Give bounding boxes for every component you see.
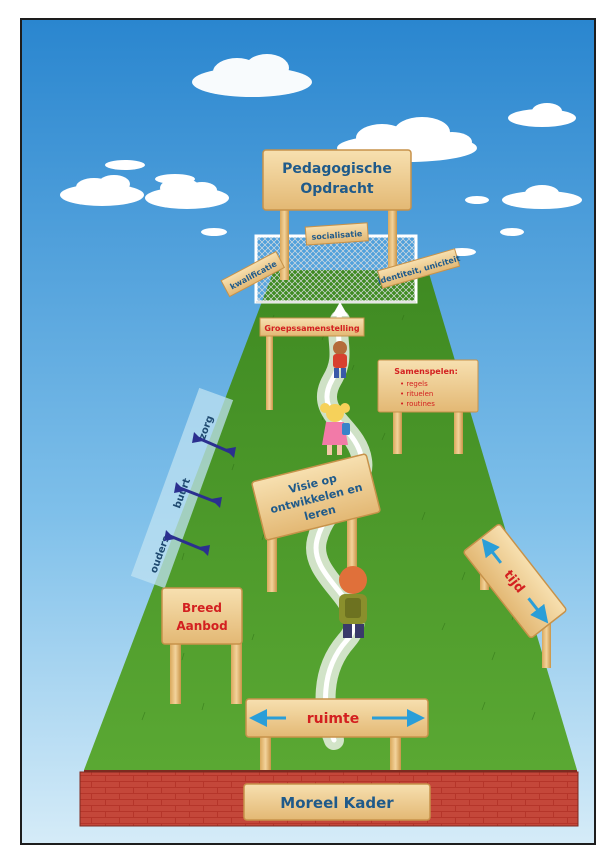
post (454, 400, 463, 454)
post (260, 734, 271, 770)
sign-breed-line-2: Aanbod (176, 619, 227, 633)
post (542, 608, 551, 668)
sign-socialisatie: socialisatie (311, 229, 363, 242)
sign-groepssamenstelling: Groepssamenstelling (264, 324, 359, 333)
illustration-frame: Pedagogische Opdracht socialisatie kwali… (20, 18, 596, 845)
post (267, 520, 277, 592)
sign-visie-board (251, 453, 381, 541)
sign-moreel-board (243, 783, 431, 821)
path-arrowhead (332, 302, 348, 316)
post (170, 642, 181, 704)
post (390, 734, 401, 770)
sign-samenspelen-title: Samenspelen: (394, 367, 458, 376)
cloud (105, 160, 195, 184)
cloud (508, 103, 576, 127)
sign-samenspelen-board (377, 359, 479, 413)
sign-samenspelen-item: • rituelen (400, 390, 433, 398)
tijd-arrow-left (481, 538, 503, 564)
sign-breed-board (161, 587, 243, 645)
sign-top-board (262, 149, 412, 211)
sign-top-line-1: Pedagogische (282, 161, 392, 177)
sign-ruimte: ruimte (307, 711, 359, 727)
sign-ruimte-board (245, 698, 429, 738)
arrow-heads (164, 432, 236, 556)
cloud (337, 117, 477, 162)
sign-top-line-2: Opdracht (300, 181, 374, 197)
sign-samenspelen-item: • regels (400, 380, 428, 388)
child-far (333, 341, 347, 378)
double-arrow-icon (197, 436, 231, 454)
sign-identiteit-board (377, 248, 461, 289)
sign-kwalificatie-board (220, 250, 286, 298)
tijd-arrow-right (527, 597, 549, 624)
clouds (60, 54, 582, 256)
cloud (192, 54, 312, 97)
post (393, 400, 402, 454)
scene: Pedagogische Opdracht socialisatie kwali… (22, 20, 594, 843)
sign-groep-board (259, 317, 365, 337)
post (388, 210, 397, 280)
double-arrow-icon (169, 534, 205, 552)
link-arrows (169, 436, 231, 552)
sign-samenspelen-item: • routines (400, 400, 435, 408)
double-arrow-icon (179, 486, 217, 504)
post (231, 642, 242, 704)
sign-breed-line-1: Breed (182, 601, 222, 615)
cloud (60, 175, 229, 209)
child-boy (339, 566, 367, 638)
post (280, 210, 289, 280)
child-girl (320, 403, 350, 455)
post (266, 322, 273, 410)
post (347, 510, 357, 582)
sign-socialisatie-board (304, 222, 369, 246)
cloud (502, 185, 582, 209)
sign-moreel-kader: Moreel Kader (280, 794, 394, 812)
